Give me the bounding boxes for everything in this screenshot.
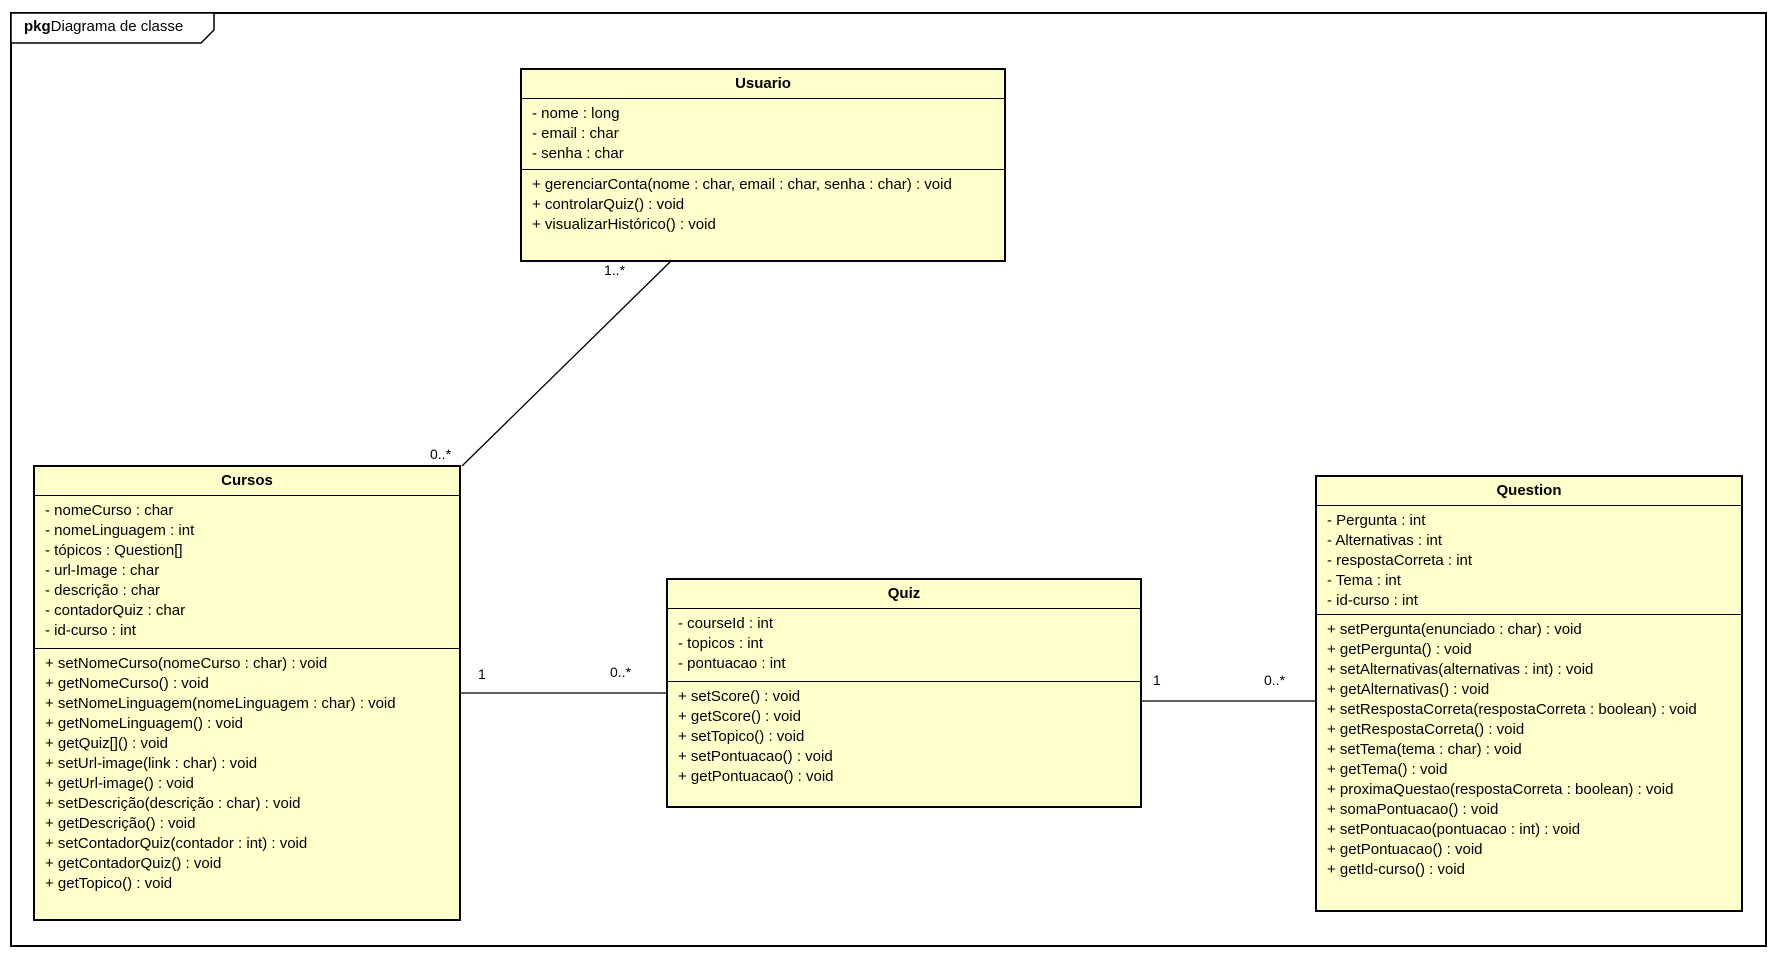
class-method: + visualizarHistórico() : void bbox=[532, 216, 716, 233]
multiplicity-quiz-question-target: 0..* bbox=[1264, 672, 1286, 688]
class-attribute: - topicos : int bbox=[678, 635, 764, 652]
class-attribute: - email : char bbox=[532, 125, 619, 142]
class-question-attributes: - Pergunta : int - Alternativas : int - re… bbox=[1317, 506, 1741, 615]
class-method: + getNomeCurso() : void bbox=[45, 675, 209, 692]
class-usuario-title: Usuario bbox=[522, 70, 1004, 99]
class-attribute: - descrição : char bbox=[45, 582, 161, 599]
class-cursos-title: Cursos bbox=[35, 467, 459, 496]
class-method: + getPontuacao() : void bbox=[1327, 841, 1483, 858]
class-attribute: - respostaCorreta : int bbox=[1327, 552, 1473, 569]
class-method: + getTopico() : void bbox=[45, 875, 173, 892]
class-method: + getRespostaCorreta() : void bbox=[1327, 721, 1525, 738]
package-tab-label: pkgDiagrama de classe bbox=[24, 18, 183, 35]
class-method: + getPontuacao() : void bbox=[678, 768, 834, 785]
class-method: + setRespostaCorreta(respostaCorreta : b… bbox=[1327, 701, 1697, 718]
class-method: + setTopico() : void bbox=[678, 728, 805, 745]
multiplicity-quiz-question-source: 1 bbox=[1153, 672, 1161, 688]
class-cursos-methods: + setNomeCurso(nomeCurso : char) : void +… bbox=[35, 649, 459, 919]
class-method: + setContadorQuiz(contador : int) : void bbox=[45, 835, 308, 852]
class-quiz: Quiz - courseId : int - topicos : int - po… bbox=[666, 578, 1142, 808]
class-method: + getUrl-image() : void bbox=[45, 775, 194, 792]
class-cursos-attributes: - nomeCurso : char - nomeLinguagem : int -… bbox=[35, 496, 459, 649]
class-quiz-methods: + setScore() : void + getScore() : void + … bbox=[668, 682, 1140, 806]
class-attribute: - nomeCurso : char bbox=[45, 502, 174, 519]
class-attribute: - pontuacao : int bbox=[678, 655, 786, 672]
multiplicity-cursos-end: 0..* bbox=[430, 446, 452, 462]
class-method: + getScore() : void bbox=[678, 708, 801, 725]
class-method: + getContadorQuiz() : void bbox=[45, 855, 222, 872]
class-method: + controlarQuiz() : void bbox=[532, 196, 685, 213]
class-attribute: - id-curso : int bbox=[45, 622, 136, 639]
class-method: + proximaQuestao(respostaCorreta : boole… bbox=[1327, 781, 1674, 798]
class-usuario-attributes: - nome : long - email : char - senha : cha… bbox=[522, 99, 1004, 170]
class-method: + setPergunta(enunciado : char) : void bbox=[1327, 621, 1582, 638]
multiplicity-cursos-quiz-target: 0..* bbox=[610, 664, 632, 680]
class-method: + setPontuacao(pontuacao : int) : void bbox=[1327, 821, 1581, 838]
class-cursos: Cursos - nomeCurso : char - nomeLinguagem… bbox=[33, 465, 461, 921]
class-attribute: - nomeLinguagem : int bbox=[45, 522, 195, 539]
class-method: + setNomeLinguagem(nomeLinguagem : char)… bbox=[45, 695, 396, 712]
class-attribute: - id-curso : int bbox=[1327, 592, 1418, 609]
class-method: + setTema(tema : char) : void bbox=[1327, 741, 1522, 758]
class-question-title: Question bbox=[1317, 477, 1741, 506]
class-method: + getNomeLinguagem() : void bbox=[45, 715, 244, 732]
package-frame bbox=[10, 12, 1767, 947]
class-method: + gerenciarConta(nome : char, email : ch… bbox=[532, 176, 952, 193]
package-title: Diagrama de classe bbox=[50, 18, 184, 35]
class-attribute: - Pergunta : int bbox=[1327, 512, 1426, 529]
class-quiz-attributes: - courseId : int - topicos : int - pontuac… bbox=[668, 609, 1140, 682]
class-attribute: - senha : char bbox=[532, 145, 624, 162]
class-question-methods: + setPergunta(enunciado : char) : void + … bbox=[1317, 615, 1741, 910]
class-method: + getAlternativas() : void bbox=[1327, 681, 1490, 698]
class-question: Question - Pergunta : int - Alternativas … bbox=[1315, 475, 1743, 912]
association-usuario-cursos bbox=[461, 261, 671, 467]
class-attribute: - courseId : int bbox=[678, 615, 774, 632]
class-method: + setPontuacao() : void bbox=[678, 748, 833, 765]
class-method: + getQuiz[]() : void bbox=[45, 735, 168, 752]
class-attribute: - tópicos : Question[] bbox=[45, 542, 183, 559]
class-attribute: - contadorQuiz : char bbox=[45, 602, 186, 619]
package-tab-shape bbox=[10, 12, 215, 44]
class-method: + getPergunta() : void bbox=[1327, 641, 1472, 658]
class-method: + setScore() : void bbox=[678, 688, 801, 705]
multiplicity-usuario-end: 1..* bbox=[604, 262, 626, 278]
class-method: + setAlternativas(alternativas : int) : … bbox=[1327, 661, 1594, 678]
multiplicity-cursos-quiz-source: 1 bbox=[478, 666, 486, 682]
class-attribute: - url-Image : char bbox=[45, 562, 160, 579]
class-quiz-title: Quiz bbox=[668, 580, 1140, 609]
class-attribute: - Alternativas : int bbox=[1327, 532, 1443, 549]
class-attribute: - Tema : int bbox=[1327, 572, 1401, 589]
class-method: + getId-curso() : void bbox=[1327, 861, 1465, 878]
class-attribute: - nome : long bbox=[532, 105, 620, 122]
class-method: + somaPontuacao() : void bbox=[1327, 801, 1499, 818]
class-usuario: Usuario - nome : long - email : char - sen… bbox=[520, 68, 1006, 262]
class-method: + setDescrição(descrição : char) : void bbox=[45, 795, 301, 812]
class-method: + getDescrição() : void bbox=[45, 815, 196, 832]
package-keyword: pkg bbox=[24, 18, 51, 35]
class-method: + getTema() : void bbox=[1327, 761, 1448, 778]
class-method: + setUrl-image(link : char) : void bbox=[45, 755, 258, 772]
class-method: + setNomeCurso(nomeCurso : char) : void bbox=[45, 655, 328, 672]
class-usuario-methods: + gerenciarConta(nome : char, email : ch… bbox=[522, 170, 1004, 260]
